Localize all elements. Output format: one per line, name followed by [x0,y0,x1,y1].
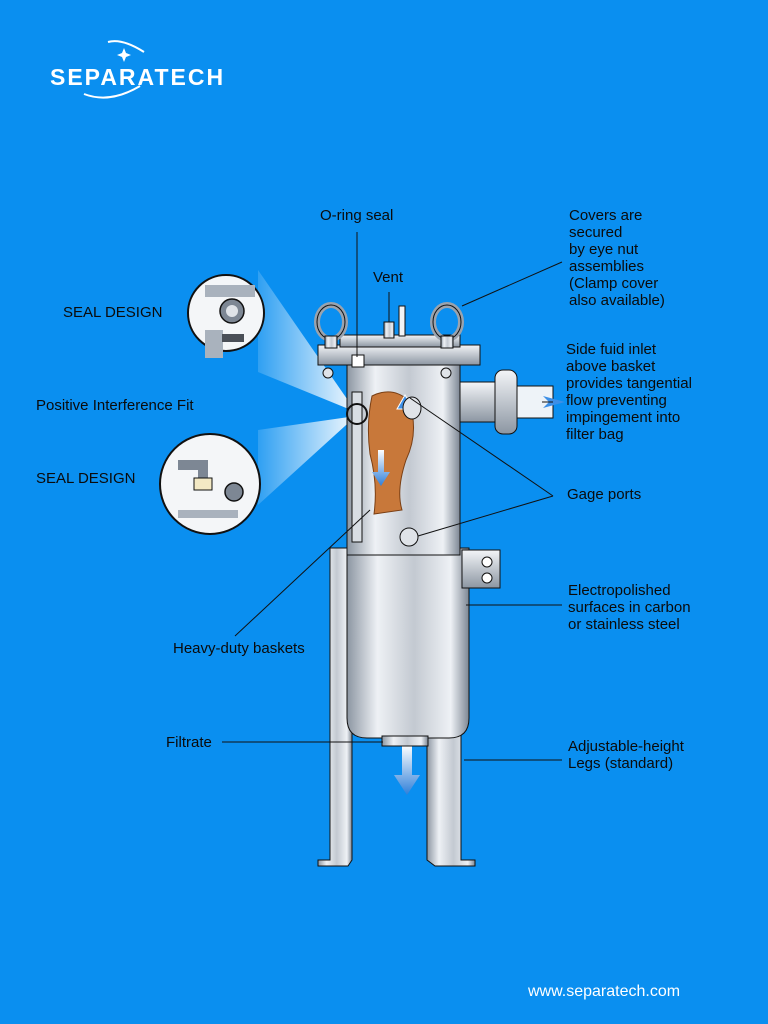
oring-seal-post [352,355,364,367]
label-oring-seal: O-ring seal [320,207,393,224]
label-positive-fit: Positive Interference Fit [36,397,194,414]
seal-detail-circle-top [188,275,264,358]
vent-pipe [384,322,394,338]
gage-port-lower [400,528,418,546]
website-link[interactable]: www.separatech.com [528,983,680,1001]
label-side-inlet: Side fuid inlet above basket provides ta… [566,341,692,443]
label-electropolished: Electropolished surfaces in carbon or st… [568,582,691,633]
support-bracket [462,550,500,588]
label-filtrate: Filtrate [166,734,212,751]
label-heavy-duty-baskets: Heavy-duty baskets [173,640,305,657]
detail-beam-bottom [258,416,356,505]
label-vent: Vent [373,269,403,286]
vent-stem [399,306,405,336]
label-adjustable-legs: Adjustable-height Legs (standard) [568,738,684,772]
sparkle-logo-icon [84,41,144,97]
bracket-bolt-top [482,557,492,567]
label-gage-ports: Gage ports [567,486,641,503]
filtrate-outlet [382,736,428,746]
cover-flange [318,345,480,365]
label-seal-design-top: SEAL DESIGN [63,304,162,321]
gage-port-upper [403,397,421,419]
seal-detail-circle-bottom [160,434,260,534]
label-covers: Covers are secured by eye nut assemblies… [569,207,665,309]
bracket-bolt-bottom [482,573,492,583]
label-seal-design-bottom: SEAL DESIGN [36,470,135,487]
housing-lower-bowl [347,548,469,738]
